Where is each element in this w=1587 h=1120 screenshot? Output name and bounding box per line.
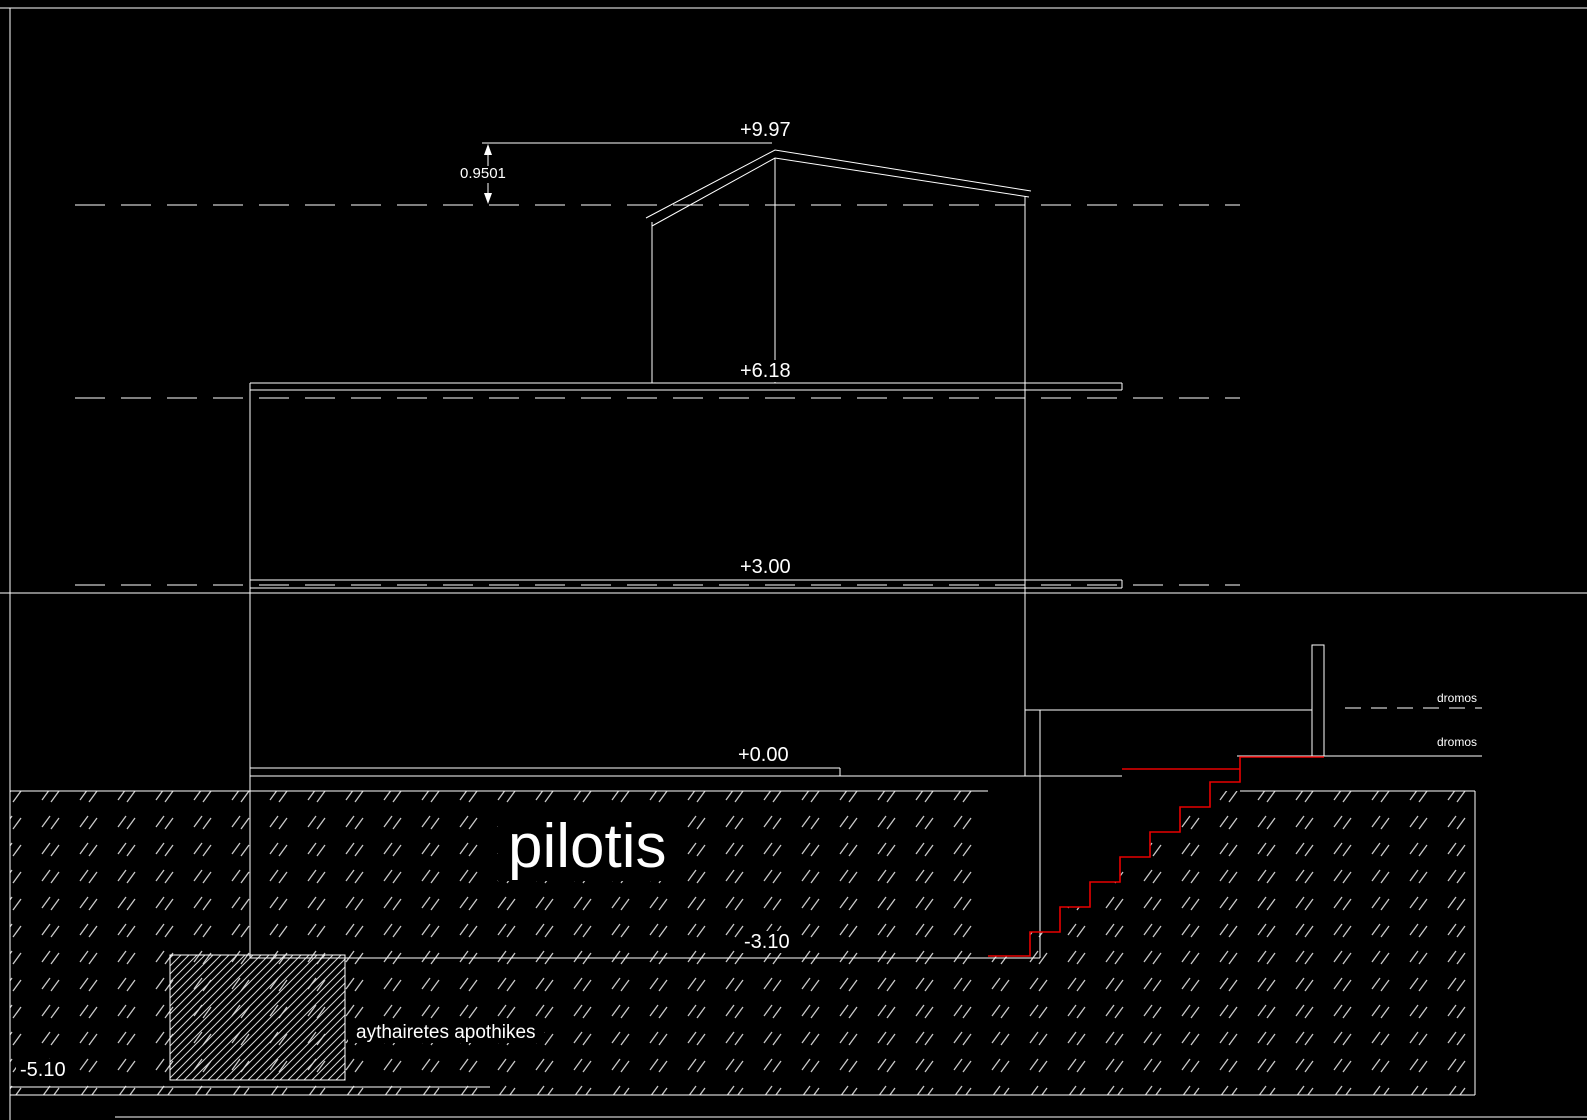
pilotis-label: pilotis xyxy=(498,812,677,882)
dimension-arrow-down xyxy=(484,193,492,204)
wall-lines xyxy=(249,158,1041,958)
storage-label: aythairetes apothikes xyxy=(348,1022,544,1044)
roof-inner-line xyxy=(651,157,1030,227)
stair-steps-profile xyxy=(988,756,1324,957)
lower-level-lines xyxy=(10,957,1040,1088)
elevation-label-first-floor: +6.18 xyxy=(736,360,795,383)
roof-dimension-label: 0.9501 xyxy=(456,165,510,183)
dromos-upper-label: dromos xyxy=(1433,691,1482,706)
roof-dimension xyxy=(482,142,772,204)
elevation-label-peak: +9.97 xyxy=(736,119,795,142)
street-detail xyxy=(1025,644,1482,757)
elevation-label-foundation: -5.10 xyxy=(16,1059,70,1082)
exterior-staircase xyxy=(988,756,1324,957)
unauthorized-storage-hatch xyxy=(169,954,346,1081)
elevation-label-ground-floor: +3.00 xyxy=(736,556,795,579)
street-post xyxy=(1311,644,1325,757)
viewport-frame xyxy=(0,7,1587,1120)
dromos-lower-label: dromos xyxy=(1433,735,1482,750)
dimension-arrow-up xyxy=(484,144,492,155)
floor-slabs xyxy=(250,382,1123,777)
roof-outer-line xyxy=(645,149,1032,219)
level-datum-lines xyxy=(75,204,1482,709)
roof-outline xyxy=(645,149,1032,227)
elevation-label-zero: +0.00 xyxy=(734,744,793,767)
stairwell-void xyxy=(988,791,1210,956)
elevation-label-basement: -3.10 xyxy=(740,931,794,954)
